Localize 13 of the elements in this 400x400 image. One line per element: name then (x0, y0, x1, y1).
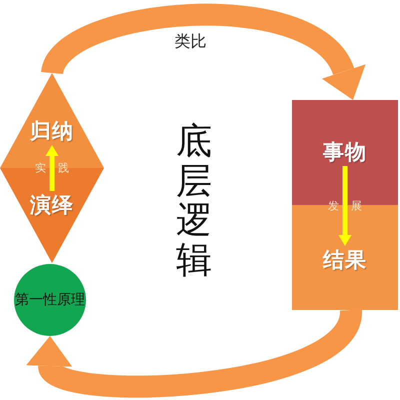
edge-label: 类比 (174, 31, 206, 52)
curved-arrow (42, 4, 364, 98)
block-heading: 结果 (323, 246, 367, 274)
block-heading: 演绎 (30, 191, 74, 219)
center-heading: 底层逻辑 (176, 122, 212, 280)
stacked-block (292, 100, 398, 310)
arrow (338, 166, 352, 246)
edge-label: 实 践 (34, 160, 70, 176)
arrow (46, 145, 58, 191)
block-heading: 事物 (323, 138, 367, 166)
edge-label: 发 展 (328, 198, 362, 214)
block-heading: 归纳 (30, 117, 74, 145)
diamond-block (0, 73, 104, 263)
